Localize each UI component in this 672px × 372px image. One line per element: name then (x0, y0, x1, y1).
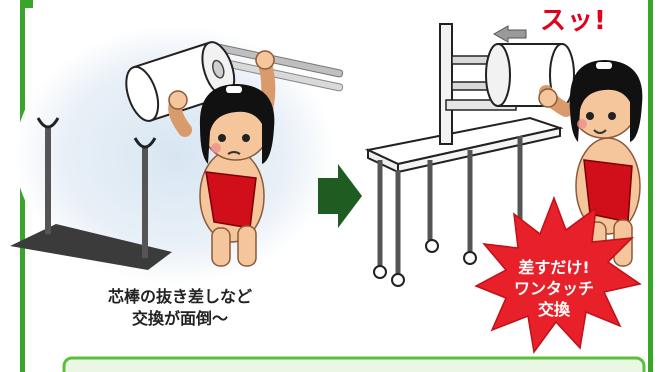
kintaro-character-left (168, 50, 276, 267)
cart-table (364, 116, 564, 287)
left-caption: 芯棒の抜き差しなど 交換が面倒〜 (70, 286, 290, 330)
motion-arrow-icon (492, 25, 527, 43)
green-frame-right-border (648, 0, 653, 372)
green-top-bar (25, 0, 33, 8)
transition-arrow (318, 164, 362, 228)
paper-roll-left (125, 41, 236, 122)
left-caption-line2: 交換が面倒〜 (131, 309, 228, 328)
mandrel-stand-right (133, 137, 157, 258)
mandrel-stand-left (36, 117, 60, 234)
paper-roll-right (485, 43, 575, 107)
kintaro-character-right (538, 60, 643, 267)
sound-effect-text: スッ! (540, 6, 607, 36)
stand-base-plate (10, 224, 172, 270)
left-caption-line1: 芯棒の抜き差しなど (107, 287, 252, 306)
red-starburst (474, 195, 642, 354)
bottom-info-panel (62, 356, 646, 372)
burst-caption: 差すだけ! ワンタッチ 交換 (488, 257, 620, 320)
roll-holder-frame (439, 23, 517, 145)
burst-caption-line2: ワンタッチ (513, 279, 594, 298)
burst-caption-line3: 交換 (537, 300, 570, 319)
burst-caption-line1: 差すだけ! (518, 258, 590, 277)
